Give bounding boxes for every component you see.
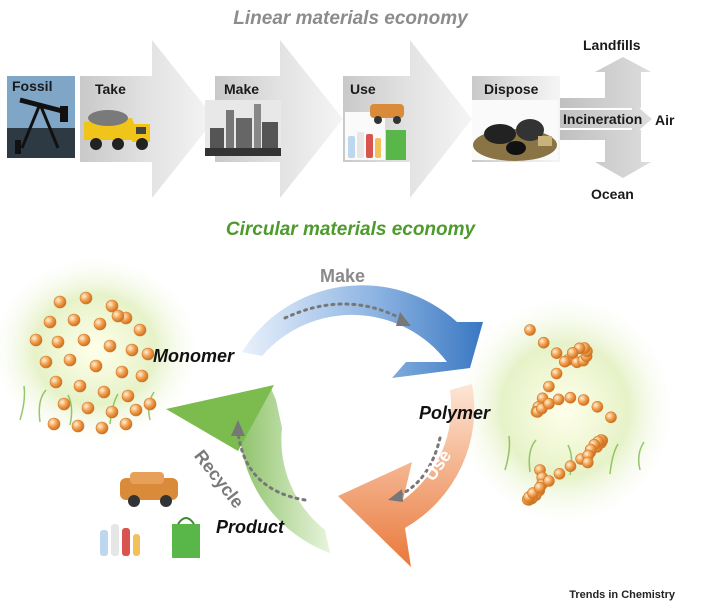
monomer-bead (111, 309, 125, 323)
monomer-bead (29, 333, 43, 347)
polymer-bead (552, 393, 565, 406)
monomer-bead (79, 291, 93, 305)
stage-make-label: Make (224, 81, 260, 97)
monomer-bead (125, 343, 139, 357)
oil-pump-icon (7, 76, 75, 158)
monomer-bead (81, 401, 95, 415)
use-arrow (338, 384, 475, 567)
monomer-meadow (0, 260, 195, 440)
polymer-bead (533, 481, 546, 494)
make-dotted-arrow (283, 302, 402, 320)
product-label: Product (216, 517, 285, 537)
polymer-meadow (460, 300, 670, 520)
arrow-to-landfills (560, 57, 651, 108)
polymer-bead (543, 475, 555, 487)
consumer-goods-icon (345, 104, 406, 160)
air-label: Air (655, 112, 675, 128)
monomer-bead (143, 397, 157, 411)
polymer-label: Polymer (419, 403, 491, 423)
polymer-bead (543, 397, 555, 410)
monomer-bead (47, 417, 61, 431)
polymer-bead (550, 347, 563, 360)
factory-icon (205, 100, 281, 156)
linear-economy-title: Linear materials economy (233, 8, 468, 29)
polymer-bead (566, 347, 579, 359)
monomer-bead (97, 385, 111, 399)
polymer-bead (564, 460, 577, 473)
linear-flow (7, 40, 652, 198)
make-arrow (242, 285, 483, 378)
recycle-arrowhead (166, 385, 274, 451)
dump-truck-icon (84, 110, 150, 150)
arrow-to-ocean (560, 130, 651, 178)
recycle-dotted-arrow (236, 430, 307, 502)
make-arrow-label: Make (320, 266, 366, 286)
monomer-bead (95, 421, 109, 435)
waste-pile-icon (472, 100, 558, 161)
monomer-bead (141, 347, 155, 361)
monomer-bead (71, 419, 85, 433)
monomer-bead (121, 389, 135, 403)
monomer-bead (93, 317, 107, 331)
polymer-bead (553, 467, 566, 480)
circular-flow (0, 260, 670, 567)
make-dotted-head (396, 312, 411, 326)
polymer-bead (577, 394, 590, 406)
polymer-bead (558, 355, 571, 368)
recycle-dotted-head (231, 420, 245, 436)
polymer-bead (605, 411, 617, 424)
monomer-bead (133, 323, 147, 337)
monomer-bead (49, 375, 63, 389)
polymer-bead (550, 367, 563, 380)
monomer-bead (39, 355, 53, 369)
polymer-bead (537, 336, 550, 349)
monomer-bead (115, 365, 129, 379)
polymer-bead (581, 456, 594, 469)
polymer-bead (543, 380, 555, 393)
landfills-label: Landfills (583, 37, 641, 53)
monomer-bead (51, 335, 65, 349)
monomer-bead (67, 313, 81, 327)
recycle-arrow (207, 386, 330, 553)
monomer-bead (105, 405, 119, 419)
use-dotted-arrow (398, 436, 442, 497)
monomer-bead (119, 417, 133, 431)
polymer-bead (524, 324, 536, 336)
ocean-label: Ocean (591, 186, 634, 202)
monomer-bead (129, 403, 143, 417)
monomer-bead (135, 369, 149, 383)
monomer-bead (43, 315, 57, 329)
monomer-bead (73, 379, 87, 393)
credit-label: Trends in Chemistry (569, 589, 675, 601)
grass (19, 385, 645, 476)
chevron-take (80, 40, 215, 198)
polymer-bead (591, 400, 604, 413)
circular-economy-title: Circular materials economy (225, 219, 476, 240)
monomer-bead (103, 339, 117, 353)
monomer-beads (29, 291, 157, 435)
monomer-bead (89, 359, 103, 373)
stage-dispose-label: Dispose (484, 81, 539, 97)
monomer-bead (105, 299, 119, 313)
monomer-label: Monomer (153, 346, 234, 366)
incineration-label: Incineration (563, 111, 643, 127)
monomer-bead (63, 353, 77, 367)
product-goods-icon (100, 472, 200, 558)
use-dotted-head (388, 489, 403, 502)
stage-use-label: Use (350, 81, 376, 97)
stage-fossil-label: Fossil (12, 78, 53, 94)
stage-take-label: Take (95, 81, 126, 97)
monomer-bead (53, 295, 67, 309)
monomer-bead (77, 333, 91, 347)
polymer-chain (521, 324, 617, 506)
monomer-bead (57, 397, 71, 411)
arrow-to-air (560, 102, 652, 136)
polymer-bead (564, 391, 577, 404)
